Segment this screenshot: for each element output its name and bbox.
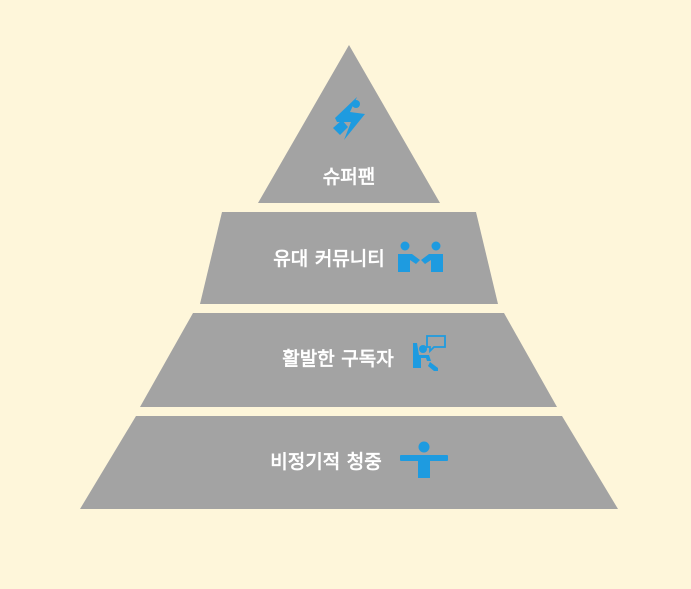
tier-bonded-community-shape xyxy=(200,212,498,304)
tier-occasional-audience: 비정기적 청중 xyxy=(80,416,618,509)
person-standing-icon xyxy=(400,441,448,478)
tier-occasional-audience-label: 비정기적 청중 xyxy=(270,451,382,473)
tier-bonded-community: 유대 커뮤니티 xyxy=(200,212,498,304)
tier-superfan-label: 슈퍼팬 xyxy=(323,166,375,188)
superhero-flying-icon xyxy=(333,97,365,140)
person-speech-bubble-icon xyxy=(413,335,446,371)
tier-superfan: 슈퍼팬 xyxy=(258,45,440,203)
tier-active-subscribers: 활발한 구독자 xyxy=(140,313,557,407)
two-people-handshake-icon xyxy=(398,241,443,272)
tier-active-subscribers-label: 활발한 구독자 xyxy=(282,348,394,370)
tier-occasional-audience-shape xyxy=(80,416,618,509)
tier-bonded-community-label: 유대 커뮤니티 xyxy=(273,248,385,270)
tier-superfan-shape xyxy=(258,45,440,203)
tier-active-subscribers-shape xyxy=(140,313,557,407)
